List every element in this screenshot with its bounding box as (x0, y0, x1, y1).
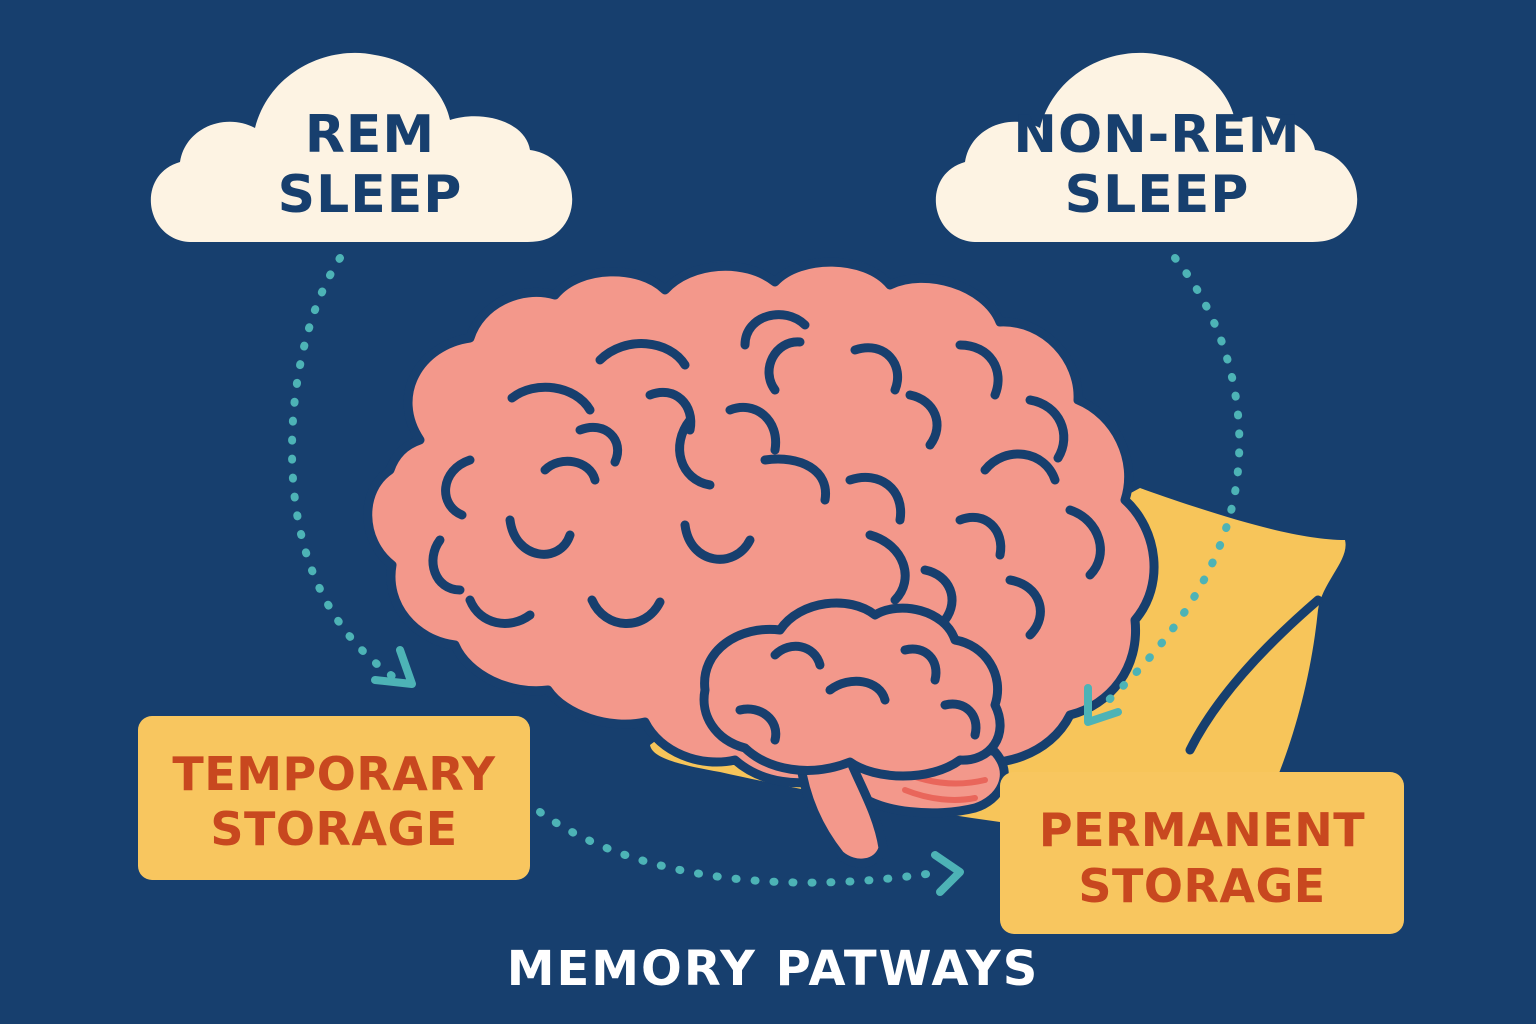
left-eye (505, 515, 575, 559)
permanent-storage-bg (1000, 772, 1404, 934)
temporary-storage-box: TEMPORARY STORAGE (138, 716, 530, 880)
rem-label-line2: SLEEP (278, 165, 463, 225)
rem-label-line1: REM (305, 105, 435, 165)
permanent-storage-box: PERMANENT STORAGE (1000, 772, 1404, 934)
temporary-label-line1: TEMPORARY (172, 747, 495, 801)
cloud-icon (935, 52, 1358, 242)
temporary-label-line2: STORAGE (210, 802, 457, 856)
smile (587, 595, 665, 628)
arrow-rem-to-temporary (288, 254, 399, 682)
nonrem-label-line1: NON-REM (1013, 105, 1300, 165)
brain-face (505, 515, 755, 628)
arrow-icon (288, 254, 1244, 896)
arrow-temporary-to-permanent (536, 808, 944, 887)
cloud-icon (150, 52, 573, 242)
arrowhead-rem (371, 646, 416, 688)
pillow-crease (1185, 595, 1323, 755)
temporary-storage-bg (138, 716, 530, 880)
right-eye (680, 520, 755, 564)
nonrem-sleep-cloud: NON-REM SLEEP (935, 52, 1358, 242)
permanent-label-line1: PERMANENT (1039, 803, 1365, 857)
brainstem (795, 755, 888, 868)
arrowhead-storage (931, 851, 964, 896)
brain-icon (363, 257, 1159, 868)
permanent-label-line2: STORAGE (1078, 859, 1325, 913)
cerebellum-line (902, 787, 978, 803)
nonrem-label-line2: SLEEP (1065, 165, 1250, 225)
arrow-nonrem-to-permanent (1094, 254, 1244, 714)
rem-sleep-cloud: REM SLEEP (150, 52, 573, 242)
arrowhead-nonrem (1084, 684, 1122, 726)
diagram-title: MEMORY PATWAYS (507, 941, 1040, 997)
brain-folds (428, 310, 1105, 745)
